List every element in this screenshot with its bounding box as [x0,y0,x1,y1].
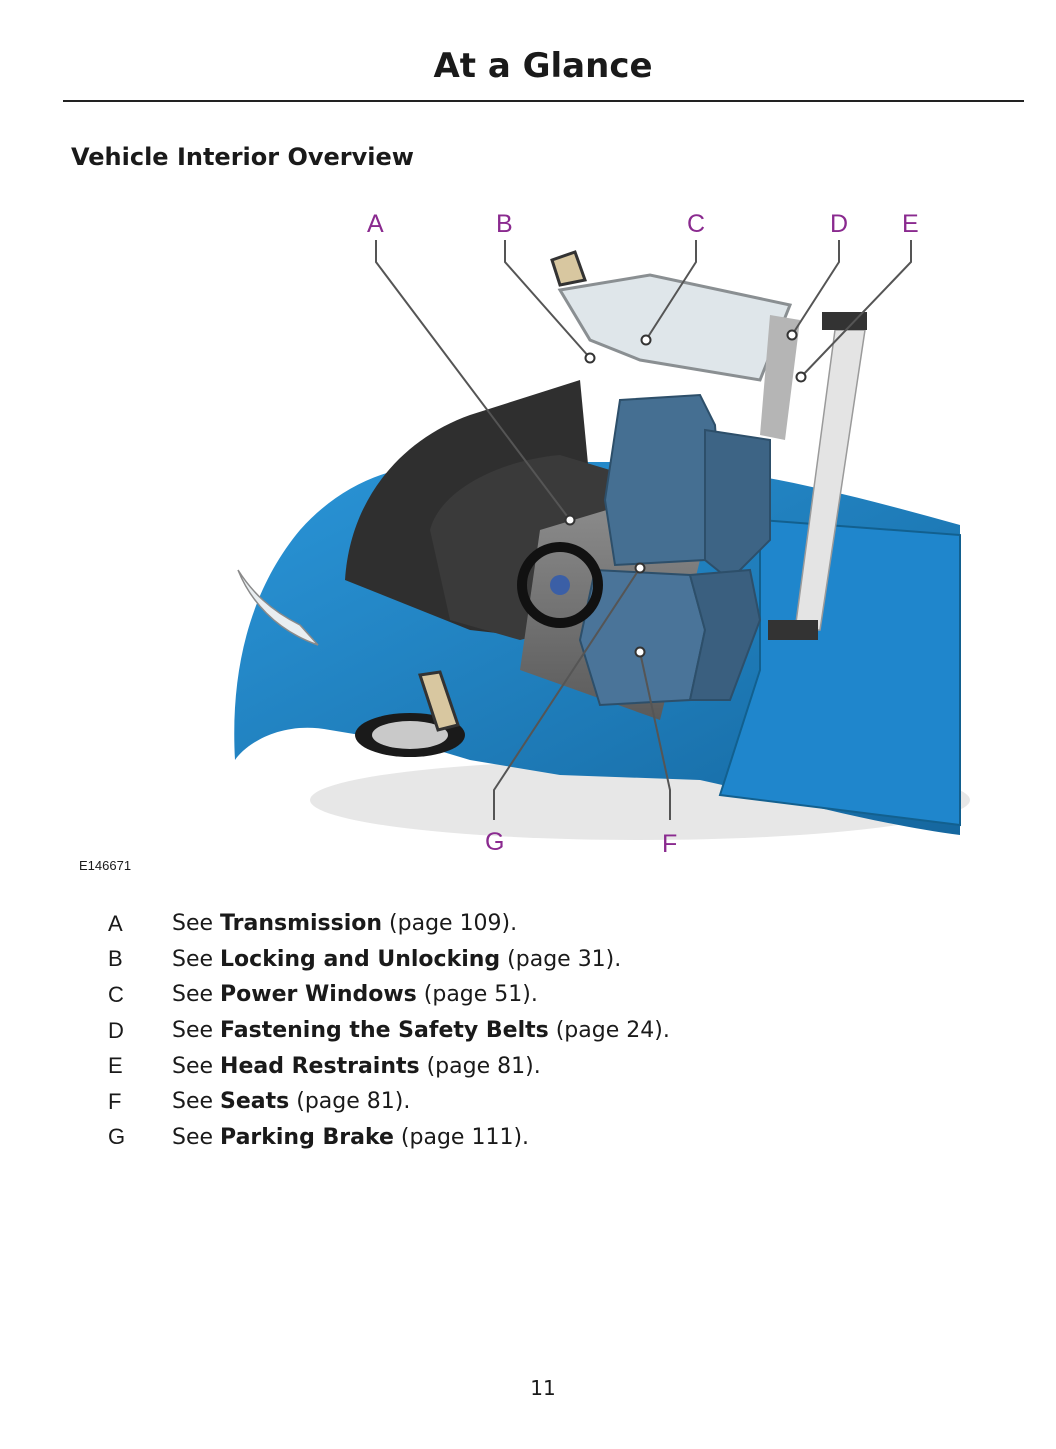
legend-letter: G [108,1124,126,1150]
sliding-door [718,518,961,827]
steering-hub [550,575,570,595]
legend-letter: E [108,1053,123,1079]
legend-page-ref: (page 111). [393,1124,530,1150]
callout-label-d: D [830,210,848,238]
callout-point-f [634,646,646,658]
steering-wheel [517,542,603,628]
legend-item: E See Head Restraints (page 81). [108,1048,670,1084]
legend-item: C See Power Windows (page 51). [108,977,670,1013]
legend-page-ref: (page 31). [500,946,622,972]
legend-prefix: See [172,1018,221,1044]
page-number: 11 [530,1376,556,1400]
callout-line-b [504,240,591,359]
legend-page-ref: (page 51). [416,982,538,1008]
vehicle-interior-illustration: A B C D E G F [234,210,970,858]
legend-text: See Transmission (page 109). [172,911,517,936]
windshield [557,273,793,382]
legend-topic: Locking and Unlocking [220,946,501,972]
legend-topic: Transmission [220,911,383,937]
legend-item: B See Locking and Unlocking (page 31). [108,942,670,978]
section-heading: Vehicle Interior Overview [71,143,414,171]
callout-point-a [564,514,576,526]
callout-line-f [639,651,671,820]
callout-line-c [645,240,697,341]
legend-page-ref: (page 81). [419,1053,541,1079]
legend-topic: Fastening the Safety Belts [220,1018,549,1044]
callout-label-e: E [902,210,919,238]
figure-id: E146671 [79,858,132,873]
legend-text: See Seats (page 81). [172,1089,410,1114]
title-rule [63,100,1024,102]
legend-page-ref: (page 109). [382,911,518,937]
legend-prefix: See [172,982,221,1008]
legend-item: A See Transmission (page 109). [108,906,670,942]
callout-label-g: G [485,828,504,856]
callout-label-c: C [687,210,705,238]
legend-prefix: See [172,911,221,937]
driver-seat-back [688,568,762,701]
callout-point-c [640,334,652,346]
callout-line-a [375,240,571,521]
legend-item: G See Parking Brake (page 111). [108,1120,670,1156]
callout-point-g [634,562,646,574]
callout-line-d [791,240,840,336]
legend-letter: F [108,1088,122,1114]
legend-page-ref: (page 81). [289,1089,411,1115]
legend-prefix: See [172,1124,221,1150]
legend-text: See Locking and Unlocking (page 31). [172,947,621,972]
side-mirror-top [550,250,587,287]
headlamp [237,569,319,646]
front-hubcap [372,721,448,749]
legend-topic: Parking Brake [220,1124,394,1150]
legend-topic: Head Restraints [220,1053,420,1079]
callout-label-a: A [367,210,384,238]
legend-item: D See Fastening the Safety Belts (page 2… [108,1013,670,1049]
legend-text: See Fastening the Safety Belts (page 24)… [172,1018,670,1043]
legend-topic: Power Windows [220,982,417,1008]
legend-text: See Head Restraints (page 81). [172,1054,541,1079]
callout-point-b [584,352,596,364]
callout-line-e [800,240,912,378]
passenger-seat [603,393,722,567]
legend-item: F See Seats (page 81). [108,1084,670,1120]
legend-letter: B [108,946,123,972]
rail-mount-top [822,312,867,330]
b-pillar [760,315,800,440]
legend-prefix: See [172,1053,221,1079]
legend-letter: C [108,981,124,1007]
legend-prefix: See [172,946,221,972]
page-title: At a Glance [433,46,653,86]
legend-text: See Power Windows (page 51). [172,982,538,1007]
legend-letter: A [108,910,123,936]
callout-line-g [493,567,641,820]
rear-seat [704,428,771,582]
legend-prefix: See [172,1089,221,1115]
callout-point-e [795,371,807,383]
legend-text: See Parking Brake (page 111). [172,1125,529,1150]
callout-label-f: F [662,830,677,858]
side-mirror-front [418,670,460,732]
legend-letter: D [108,1017,124,1043]
legend-topic: Seats [220,1089,290,1115]
callout-point-d [786,329,798,341]
legend-page-ref: (page 24). [548,1018,670,1044]
callout-label-b: B [496,210,513,238]
legend-list: A See Transmission (page 109). B See Loc… [108,906,670,1155]
rail-mount-bottom [768,620,818,640]
